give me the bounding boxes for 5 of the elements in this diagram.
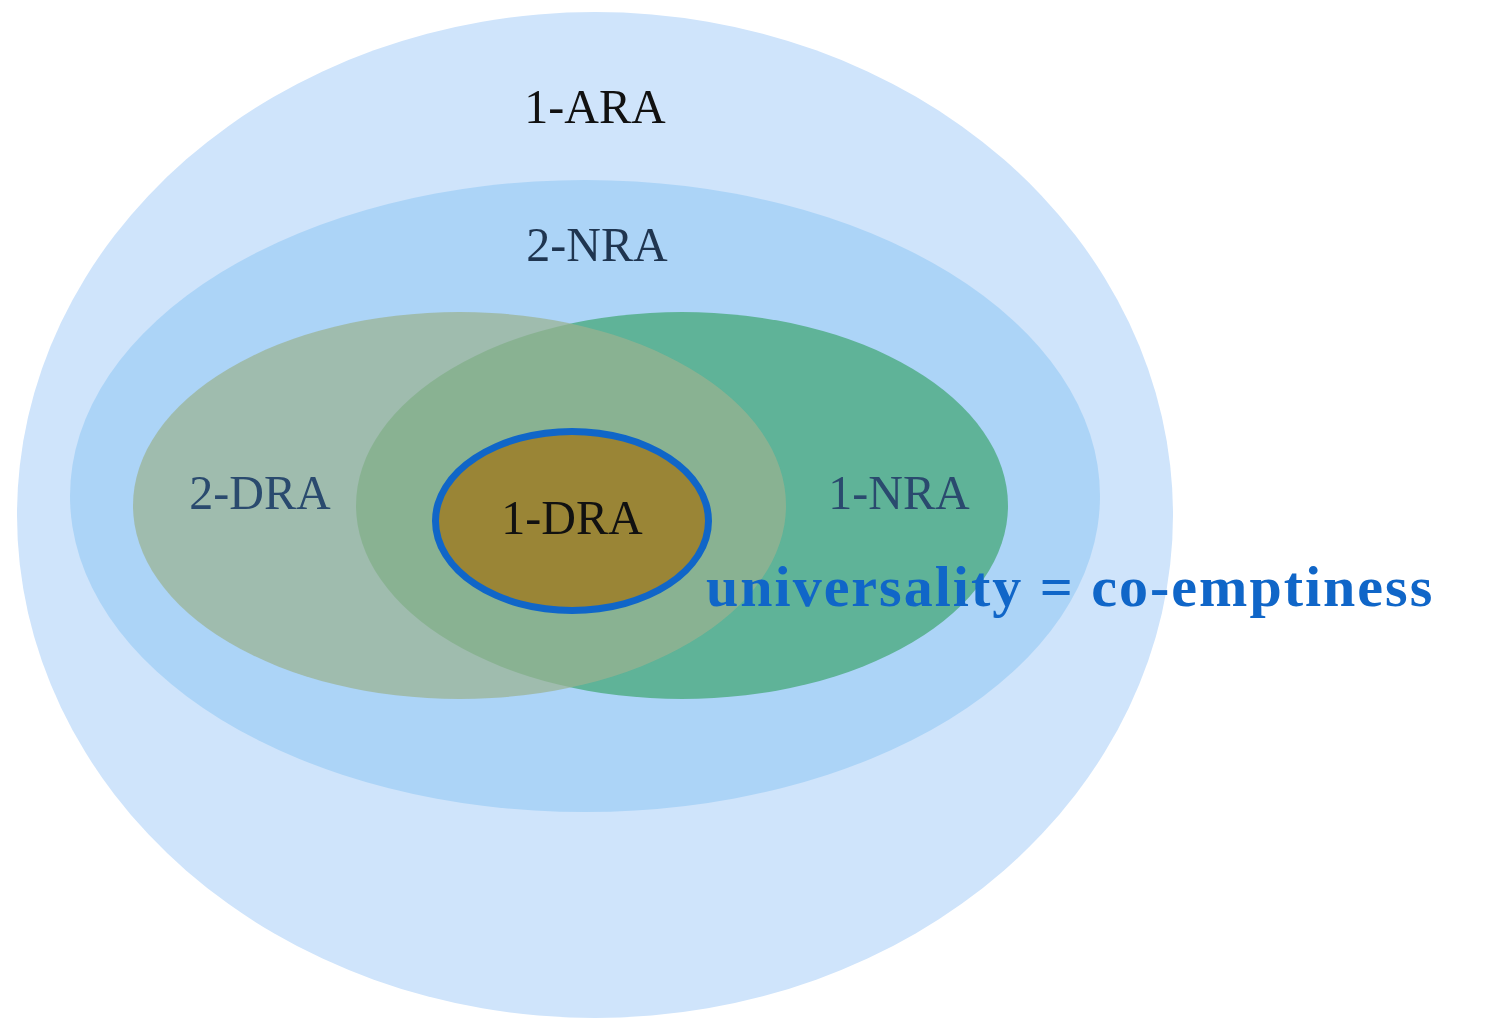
set-label: 1-ARA — [524, 83, 666, 131]
set-label: 1-DRA — [501, 494, 643, 542]
set-label: 1-NRA — [828, 469, 970, 517]
set-label: 2-NRA — [526, 221, 668, 269]
set-label: 2-DRA — [189, 469, 331, 517]
